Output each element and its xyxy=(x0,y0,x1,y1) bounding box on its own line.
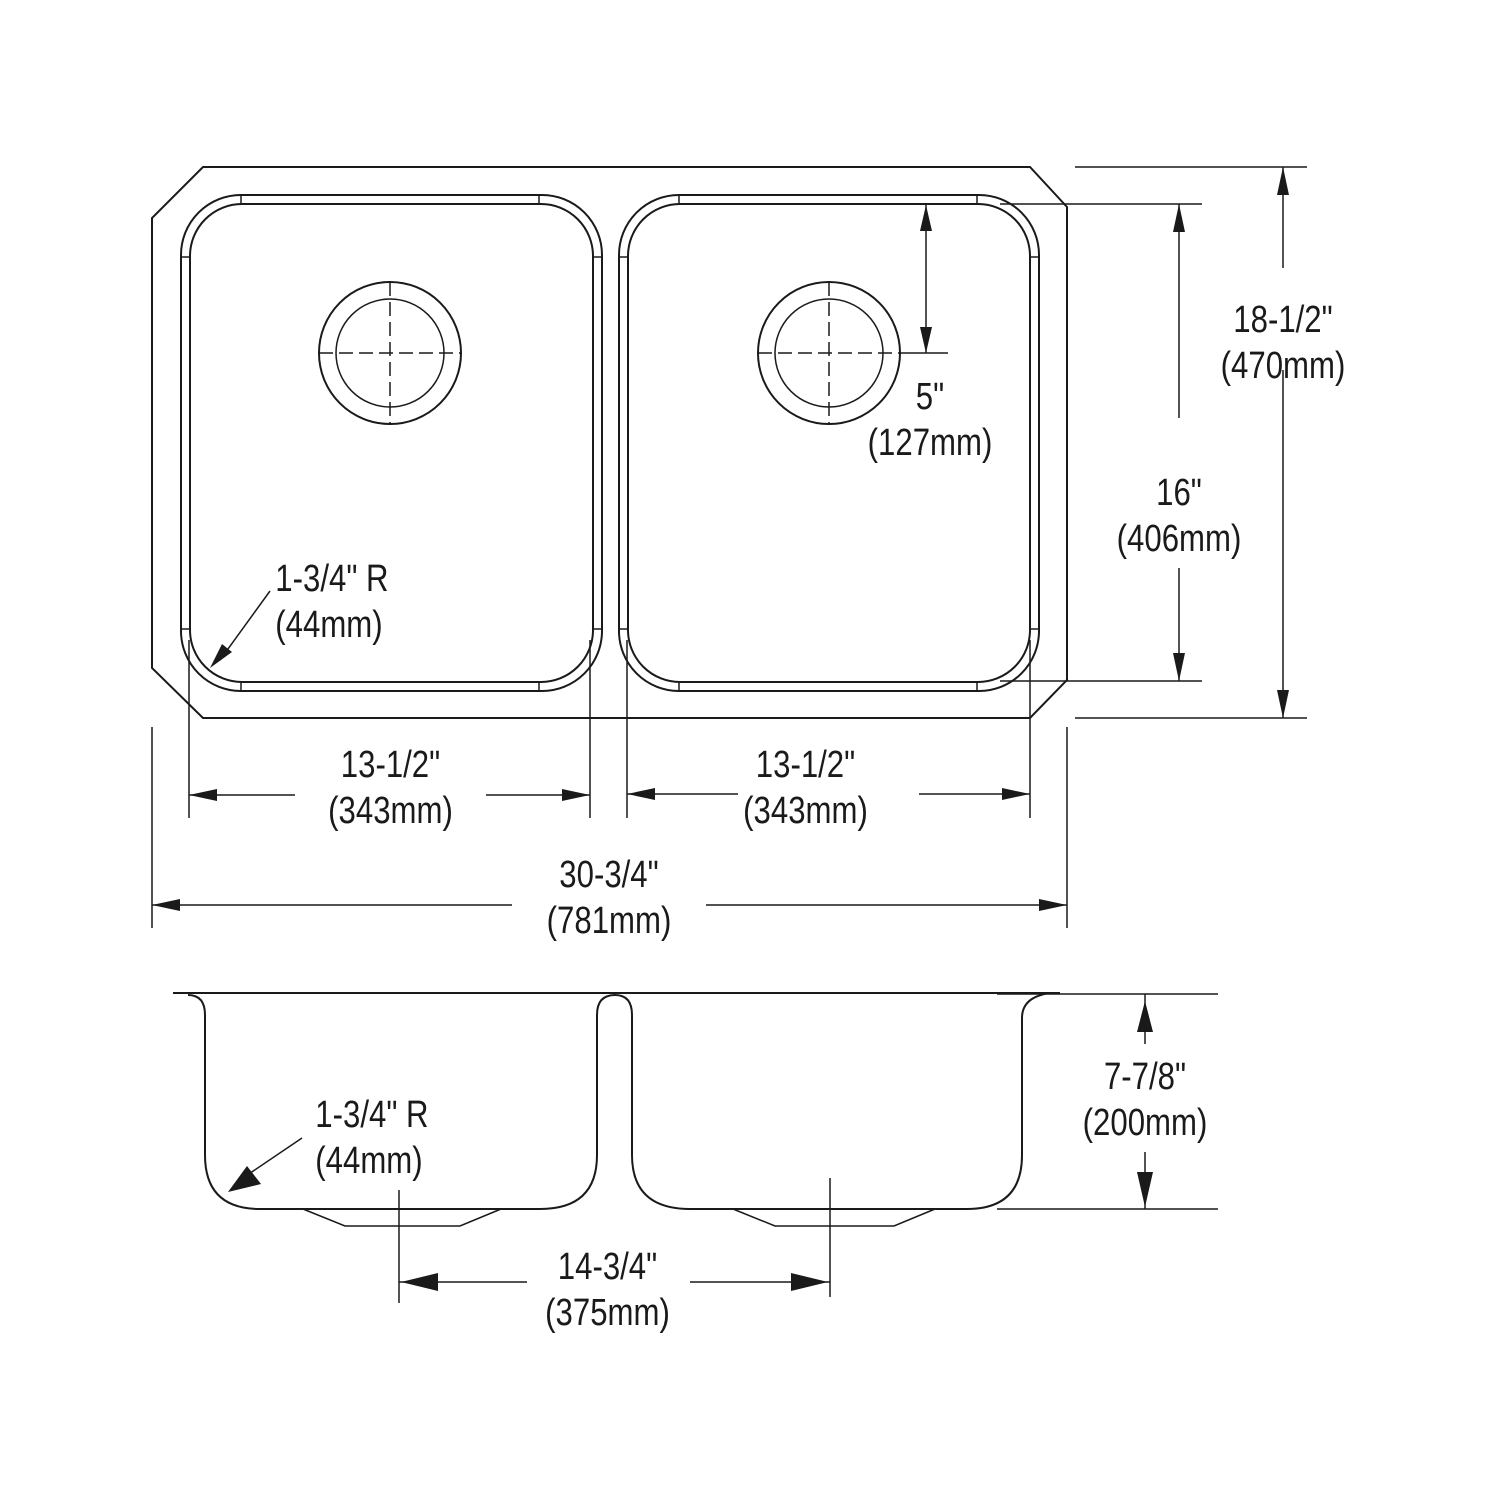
bowl-depth-dimension xyxy=(1173,204,1185,681)
overall-depth-imperial: 18-1/2" xyxy=(1233,299,1333,341)
left-drain-icon xyxy=(318,281,462,425)
side-radius-leader xyxy=(228,1137,303,1192)
right-extension-lines xyxy=(1000,166,1307,719)
bowl-depth-side-dimension xyxy=(997,993,1218,1210)
side-depth-imperial: 7-7/8" xyxy=(1103,1056,1187,1098)
side-depth-metric: (200mm) xyxy=(1082,1102,1208,1144)
top-radius-leader xyxy=(210,590,271,668)
bottom-extension-lines xyxy=(151,640,1068,928)
drain-offset-metric: (127mm) xyxy=(867,422,993,464)
overall-width-label: 30-3/4" (781mm) xyxy=(529,852,689,944)
overall-width-metric: (781mm) xyxy=(546,900,672,942)
top-radius-imperial: 1-3/4" R xyxy=(275,558,389,600)
bowl-depth-label: 16" (406mm) xyxy=(1109,470,1248,562)
left-bowl-profile xyxy=(187,992,1051,1210)
top-view xyxy=(151,166,1307,928)
top-radius-label: 1-3/4" R (44mm) xyxy=(275,556,414,648)
top-radius-metric: (44mm) xyxy=(275,604,383,646)
right-drain-profile xyxy=(732,1208,936,1227)
bowl-tangent-ticks xyxy=(181,195,1039,691)
left-bowl-inner xyxy=(189,203,594,683)
drain-offset-label: 5" (127mm) xyxy=(856,374,1004,466)
drain-spacing-imperial: 14-3/4" xyxy=(557,1246,658,1288)
right-bowl-width-metric: (343mm) xyxy=(743,790,868,832)
side-radius-metric: (44mm) xyxy=(315,1140,423,1182)
left-bowl-outer xyxy=(180,194,603,692)
left-drain-profile xyxy=(302,1208,502,1227)
side-view xyxy=(173,992,1218,1303)
left-bowl-width-label: 13-1/2" (343mm) xyxy=(312,742,469,834)
overall-depth-metric: (470mm) xyxy=(1220,345,1346,387)
overall-width-imperial: 30-3/4" xyxy=(559,854,659,896)
drain-offset-dimension xyxy=(920,205,932,353)
left-bowl-width-dimension xyxy=(189,789,590,801)
overall-depth-dimension xyxy=(1277,167,1289,718)
side-radius-label: 1-3/4" R (44mm) xyxy=(315,1092,454,1184)
side-depth-label: 7-7/8" (200mm) xyxy=(1067,1054,1223,1146)
right-bowl-inner xyxy=(627,203,1031,683)
drain-spacing-metric: (375mm) xyxy=(545,1292,670,1334)
overall-depth-label: 18-1/2" (470mm) xyxy=(1205,297,1361,389)
right-bowl-width-label: 13-1/2" (343mm) xyxy=(727,742,884,834)
side-radius-imperial: 1-3/4" R xyxy=(315,1094,429,1136)
left-bowl-width-metric: (343mm) xyxy=(328,790,453,832)
bowl-depth-metric: (406mm) xyxy=(1116,518,1242,560)
right-drain-icon xyxy=(757,281,948,425)
drain-spacing-dimension xyxy=(398,1178,831,1303)
overall-width-dimension xyxy=(152,899,1067,911)
bowl-depth-imperial: 16" xyxy=(1156,472,1202,514)
right-bowl-width-dimension xyxy=(627,788,1030,800)
drain-spacing-label: 14-3/4" (375mm) xyxy=(532,1244,684,1336)
right-bowl-width-imperial: 13-1/2" xyxy=(755,744,856,786)
drain-offset-imperial: 5" xyxy=(915,376,945,418)
left-bowl-width-imperial: 13-1/2" xyxy=(340,744,441,786)
right-bowl-outer xyxy=(618,194,1040,692)
